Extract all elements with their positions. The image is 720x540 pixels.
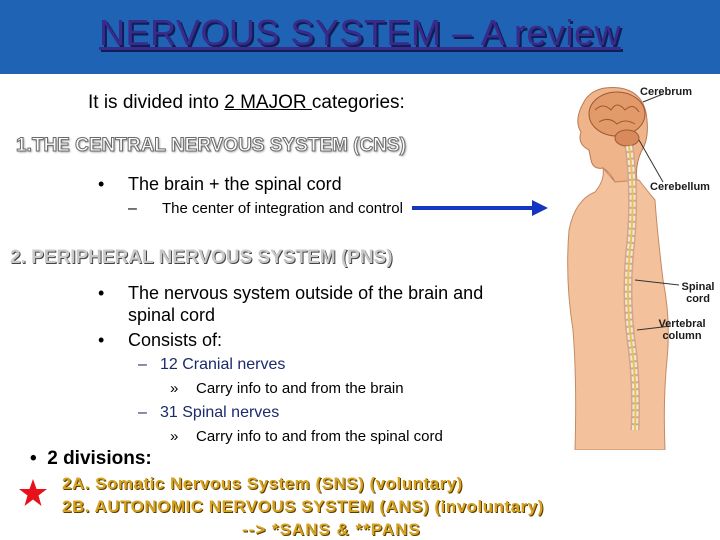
label-cerebellum: Cerebellum [650,181,710,193]
cranial-dash: – [138,356,147,373]
anatomy-illustration [567,87,680,450]
spinal-sub-text: Carry info to and from the spinal cord [196,428,443,445]
spinal-nerves: 31 Spinal nerves [160,404,280,421]
cranial-sub-mark: » [170,380,179,397]
label-vertebral-column: Vertebral column [658,318,706,342]
cns-sub-mark: – [128,200,137,217]
title-bar [0,0,720,74]
star-icon [19,479,47,506]
pns-bullet1-line2: spinal cord [128,305,216,325]
spinal-dash: – [138,404,147,421]
pns-heading: 2. PERIPHERAL NERVOUS SYSTEM (PNS) [10,247,393,268]
spinal-column [623,145,640,431]
intro-before: It is divided into [88,92,225,113]
sans-pans-text: --> *SANS & **PANS [242,520,421,539]
intro-after: categories: [311,92,405,113]
divisions-bullet: • [30,448,37,469]
pns-bullet2-mark: • [98,330,105,350]
divisions-line: • 2 divisions: [30,448,152,470]
cns-bullet-text: The brain + the spinal cord [128,174,342,194]
cns-sub-text: The center of integration and control [162,200,403,217]
pns-bullet1-line1: The nervous system outside of the brain … [128,283,484,303]
cns-bullet-mark: • [98,174,105,194]
intro-emphasis: 2 MAJOR [224,92,312,113]
sns-text: 2A. Somatic Nervous System (SNS) (volunt… [62,474,463,493]
cranial-sub-text: Carry info to and from the brain [196,380,404,397]
ans-text: 2B. AUTONOMIC NERVOUS SYSTEM (ANS) (invo… [62,497,544,516]
arrow-to-spine [412,200,548,216]
pns-bullet2-text: Consists of: [128,330,223,350]
cns-heading: 1.THE CENTRAL NERVOUS SYSTEM (CNS) [16,135,407,157]
divisions-label: 2 divisions: [47,448,152,469]
cranial-nerves: 12 Cranial nerves [160,356,286,373]
slide-title: NERVOUS SYSTEM – A review [98,12,621,53]
intro-text: It is divided into 2 MAJOR categories: [88,92,405,114]
label-cerebrum: Cerebrum [640,86,692,98]
label-spinal-cord: Spinal cord [681,281,715,305]
spinal-sub-mark: » [170,428,179,445]
pns-bullet1-mark: • [98,283,105,303]
